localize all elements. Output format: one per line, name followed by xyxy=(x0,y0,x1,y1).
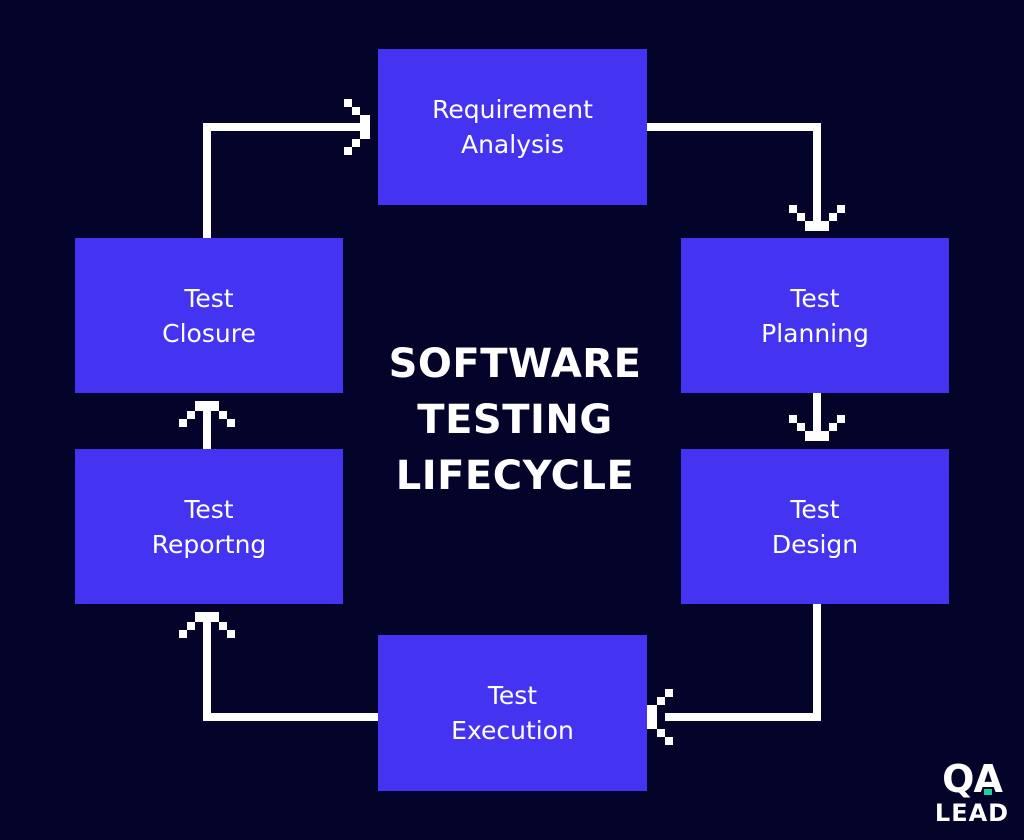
stage-label-line1: Test xyxy=(790,494,840,524)
diagram-title: SOFTWARE TESTING LIFECYCLE xyxy=(330,336,700,504)
stage-test-closure: Test Closure xyxy=(75,238,343,393)
stage-label-line2: Execution xyxy=(451,716,574,745)
arrowhead-down-icon xyxy=(789,415,845,441)
logo-line-2: LEAD xyxy=(934,799,1010,827)
connector-execution-to-reporting xyxy=(203,622,378,721)
stage-test-reporting: Test Reportng xyxy=(75,449,343,604)
connector-design-to-execution xyxy=(665,604,821,721)
logo-accent-mark xyxy=(984,789,992,795)
stage-label-line2: Analysis xyxy=(460,130,564,159)
stage-label-line2: Reportng xyxy=(151,529,267,559)
logo-line-1: QA xyxy=(942,757,1003,801)
title-line-2: TESTING xyxy=(417,397,613,443)
arrowhead-down-icon xyxy=(789,205,845,231)
stage-label-line2: Closure xyxy=(162,318,256,348)
title-line-1: SOFTWARE xyxy=(388,341,642,387)
stage-requirement-analysis: Requirement Analysis xyxy=(378,49,647,205)
stage-test-execution: Test Execution xyxy=(378,635,647,791)
arrowhead-up-icon xyxy=(179,401,235,427)
stage-label-line2: Design xyxy=(771,529,859,559)
connector-closure-to-analysis xyxy=(203,123,360,238)
stage-test-planning: Test Planning xyxy=(681,238,949,393)
connector-analysis-to-planning xyxy=(647,123,821,222)
stage-label-line1: Test xyxy=(184,494,234,524)
stage-label-line1: Requirement xyxy=(432,95,593,124)
arrowhead-right-icon xyxy=(344,99,370,155)
stage-label-line1: Test xyxy=(184,283,234,313)
arrowhead-left-icon xyxy=(647,689,673,745)
stage-label-line2: Planning xyxy=(761,318,869,348)
title-line-3: LIFECYCLE xyxy=(395,453,635,499)
stage-test-design: Test Design xyxy=(681,449,949,604)
stage-label-line1: Test xyxy=(790,283,840,313)
arrowhead-up-icon xyxy=(179,612,235,638)
qa-lead-logo: QA LEAD xyxy=(930,760,1014,832)
stage-label-line1: Test xyxy=(487,681,538,710)
